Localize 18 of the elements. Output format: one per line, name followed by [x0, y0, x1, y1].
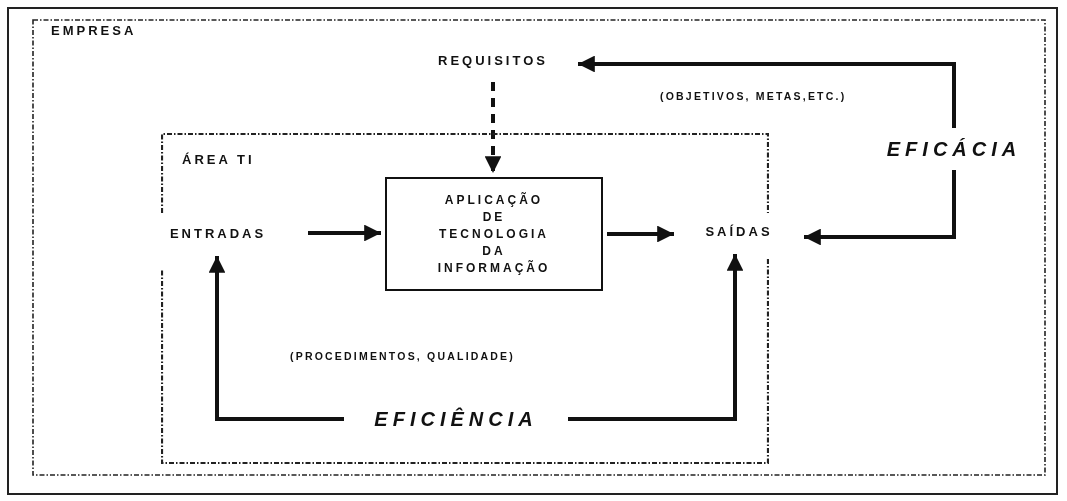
box-text: APLICAÇÃO DE TECNOLOGIA DA INFORMAÇÃO: [436, 191, 552, 277]
arrow: [804, 170, 956, 246]
edge-label: (OBJETIVOS, METAS,ETC.): [660, 90, 847, 102]
arrow: [578, 55, 956, 128]
arrow: [308, 224, 381, 242]
process-box: [385, 177, 603, 291]
arrow: [484, 82, 502, 173]
arrow: [208, 256, 344, 421]
node-text: ENTRADAS: [169, 225, 267, 241]
arrow: [607, 225, 674, 243]
node-text: REQUISITOS: [438, 52, 548, 68]
note-text: (PROCEDIMENTOS, QUALIDADE): [290, 350, 515, 362]
region-title: EMPRESA: [51, 23, 137, 38]
region-title: ÁREA TI: [182, 152, 255, 167]
measure-label: EFICIÊNCIA: [374, 407, 538, 431]
arrow: [568, 254, 744, 421]
measure-label: EFICÁCIA: [886, 137, 1022, 161]
node-text: SAÍDAS: [705, 223, 773, 239]
